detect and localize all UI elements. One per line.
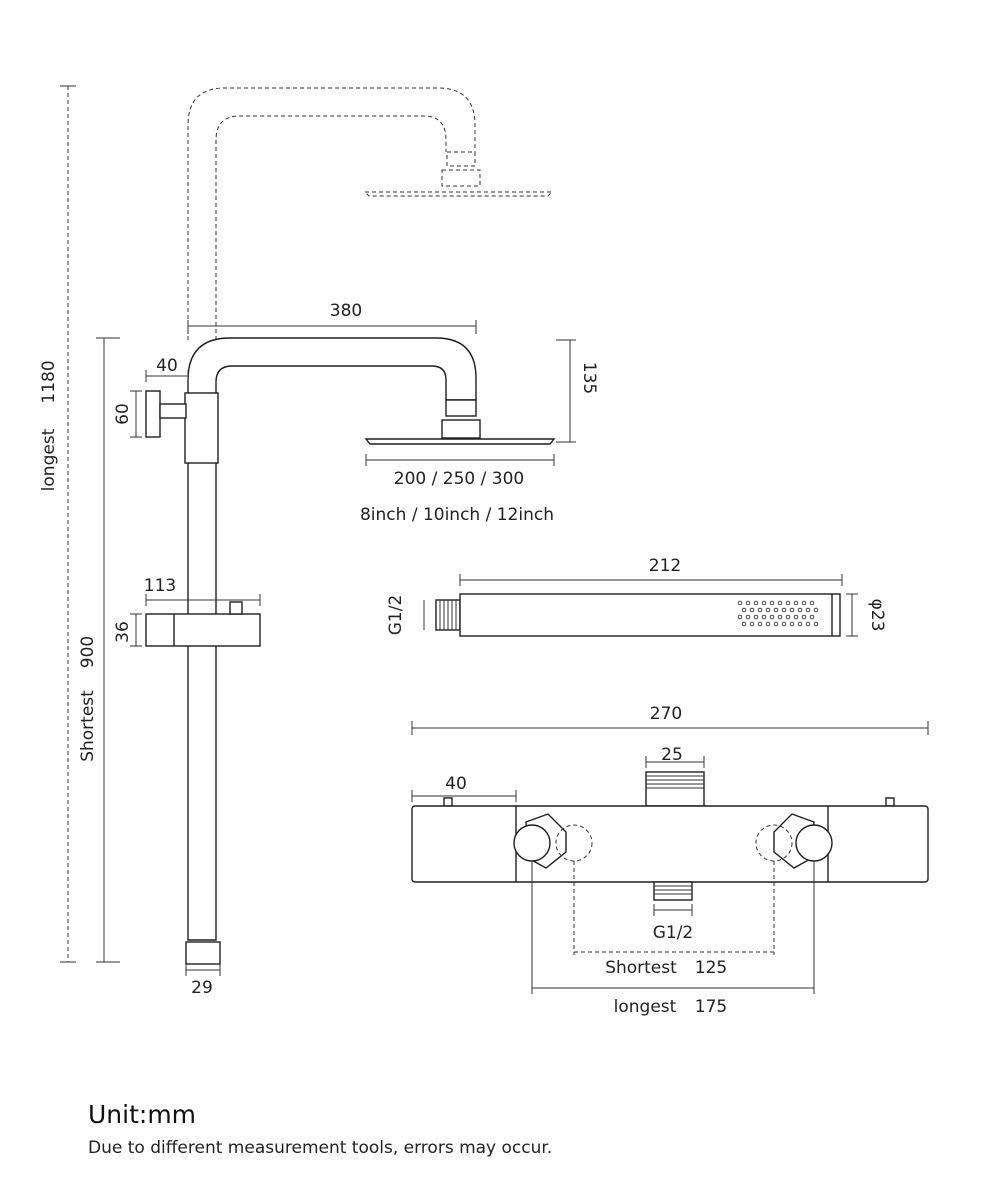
riser-extended-outline <box>187 87 554 340</box>
hand-shower: 212 G1/2 φ23 <box>386 556 887 637</box>
mixer-bottom-outlet-value: G1/2 <box>653 923 694 943</box>
hand-shower-thread-value: G1/2 <box>386 595 406 636</box>
min-height-value: 900 <box>78 636 98 668</box>
head-size-dimension: 200 / 250 / 300 8inch / 10inch / 12inch <box>360 454 555 525</box>
overall-height-note: longest <box>39 428 59 491</box>
pipe-diameter-value: 29 <box>191 978 213 998</box>
arm-drop-value: 135 <box>579 362 599 394</box>
mixer-shortest-value: 125 <box>695 958 727 978</box>
thermostatic-mixer: 270 25 40 <box>411 704 929 1017</box>
mixer-longest-value: 175 <box>695 997 727 1017</box>
hand-shower-spray-holes <box>737 600 819 627</box>
slider-holder: 113 36 <box>113 576 261 647</box>
min-height-note: Shortest <box>78 690 98 762</box>
rain-shower-head <box>364 399 556 445</box>
mixer-end-width-value: 40 <box>445 774 467 794</box>
overall-height-value: 1180 <box>39 360 59 403</box>
head-size-inch: 8inch / 10inch / 12inch <box>360 505 554 525</box>
slider-height-value: 36 <box>113 621 133 643</box>
head-size-value: 200 / 250 / 300 <box>394 469 524 489</box>
mixer-width-value: 270 <box>650 704 682 724</box>
arm-length-dimension: 380 <box>187 301 477 334</box>
unit-label: Unit:mm <box>88 1100 197 1129</box>
wall-bracket: 40 60 <box>113 356 189 438</box>
hand-shower-diameter-value: φ23 <box>867 599 887 632</box>
mixer-shortest-label: Shortest <box>605 958 677 978</box>
mixer-top-outlet-value: 25 <box>661 745 683 765</box>
wall-bracket-depth-value: 40 <box>156 356 178 376</box>
hand-shower-length-value: 212 <box>649 556 681 576</box>
pipe-diameter-dimension: 29 <box>185 964 221 998</box>
arm-length-value: 380 <box>330 301 362 321</box>
measurement-note: Due to different measurement tools, erro… <box>88 1138 553 1158</box>
wall-bracket-height-value: 60 <box>113 403 133 425</box>
overall-height-dimension: 1180 longest 900 Shortest <box>39 85 120 963</box>
arm-drop-dimension: 135 <box>556 339 599 443</box>
mixer-longest-label: longest <box>614 997 677 1017</box>
slider-width-value: 113 <box>144 576 176 596</box>
